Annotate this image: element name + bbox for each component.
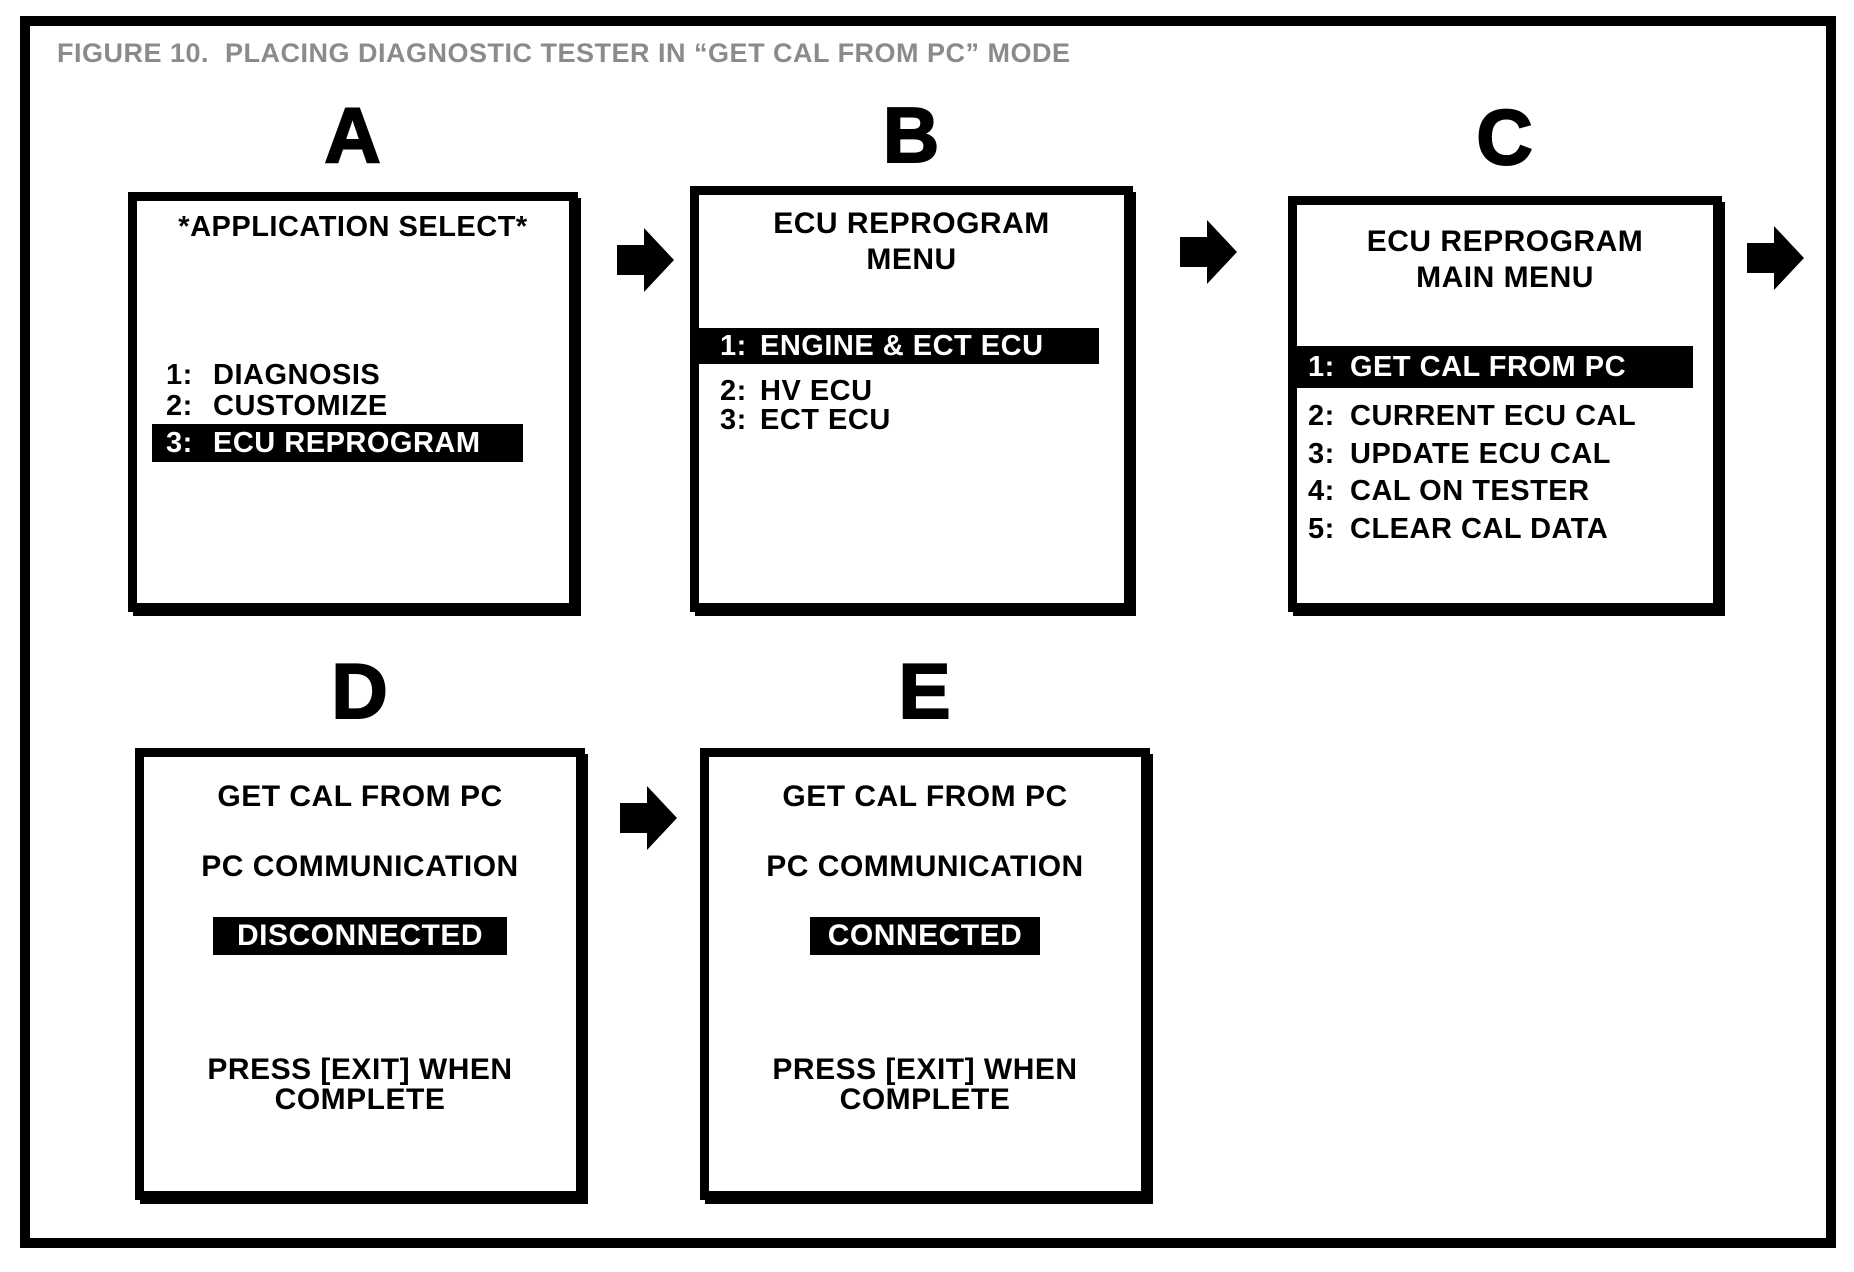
menu-item-number: 1: [1308,351,1335,383]
tester-screen-e: GET CAL FROM PC PC COMMUNICATION CONNECT… [700,748,1150,1200]
tester-screen-c: ECU REPROGRAM MAIN MENU 1: GET CAL FROM P… [1288,196,1722,612]
menu-item: 5: CLEAR CAL DATA [1297,513,1713,546]
screen-text-line: COMPLETE [274,1083,446,1116]
menu-item-label: ECT ECU [760,404,891,436]
panel-label-b: B [882,91,941,179]
menu-item-number: 1: [166,359,193,391]
menu-item-label: CAL ON TESTER [1350,475,1590,507]
menu-item: 2: HV ECU [699,375,1124,408]
menu-item-number: 5: [1308,513,1335,545]
menu-item-number: 2: [1308,400,1335,432]
menu-item: 3: UPDATE ECU CAL [1297,438,1713,471]
menu-item-label: DIAGNOSIS [213,359,381,391]
menu-item-highlighted: 1: GET CAL FROM PC [1297,346,1693,388]
screen-text-line: COMPLETE [839,1083,1011,1116]
screen-text-line: PC COMMUNICATION [201,850,519,883]
screen-text-line: PRESS [EXIT] WHEN [207,1053,513,1086]
menu-item: 4: CAL ON TESTER [1297,475,1713,508]
menu-item-label: HV ECU [760,375,873,407]
menu-item-number: 3: [1308,438,1335,470]
menu-item-highlighted: 3: ECU REPROGRAM [152,424,523,462]
panel-label-e: E [897,647,952,735]
menu-item-number: 2: [166,390,193,422]
tester-screen-a: *APPLICATION SELECT* 1: DIAGNOSIS 2: CUSTO… [128,192,578,612]
menu-item: 3: ECT ECU [699,404,1124,437]
screen-text-line: GET CAL FROM PC [217,780,503,813]
menu-item-label: CUSTOMIZE [213,390,388,422]
tester-screen-b: ECU REPROGRAM MENU 1: ENGINE & ECT ECU 2:… [690,186,1133,612]
menu-item-label: GET CAL FROM PC [1350,351,1627,383]
menu-item-highlighted: 1: ENGINE & ECT ECU [699,328,1099,364]
flow-arrow-icon [1747,220,1805,296]
screen-title: MENU [866,243,957,276]
screen-text-line: PRESS [EXIT] WHEN [772,1053,1078,1086]
screen-title: ECU REPROGRAM [1366,225,1644,258]
flow-arrow-icon [1180,214,1238,290]
menu-item-label: CLEAR CAL DATA [1350,513,1609,545]
menu-item: 1: DIAGNOSIS [137,359,569,392]
tester-screen-d: GET CAL FROM PC PC COMMUNICATION DISCONN… [135,748,585,1200]
panel-label-c: C [1475,93,1534,181]
menu-item-number: 3: [720,404,747,436]
menu-item-number: 2: [720,375,747,407]
screen-title: MAIN MENU [1416,261,1594,294]
figure-title: FIGURE 10. PLACING DIAGNOSTIC TESTER IN … [57,38,1071,68]
panel-label-d: D [330,647,389,735]
panel-label-a: A [323,91,382,179]
menu-item-label: ECU REPROGRAM [213,427,481,459]
status-badge: DISCONNECTED [213,917,507,955]
menu-item-number: 3: [166,427,193,459]
screen-text-line: GET CAL FROM PC [782,780,1068,813]
screen-title: *APPLICATION SELECT* [178,211,528,243]
menu-item: 2: CUSTOMIZE [137,390,569,423]
menu-item-label: UPDATE ECU CAL [1350,438,1612,470]
menu-item-label: CURRENT ECU CAL [1350,400,1637,432]
menu-item-number: 1: [720,330,747,362]
screen-text-line: PC COMMUNICATION [766,850,1084,883]
menu-item-label: ENGINE & ECT ECU [760,330,1044,362]
flow-arrow-icon [617,222,675,298]
menu-item: 2: CURRENT ECU CAL [1297,400,1713,433]
flow-arrow-icon [620,780,678,856]
screen-title: ECU REPROGRAM [773,207,1050,240]
status-badge: CONNECTED [810,917,1040,955]
menu-item-number: 4: [1308,475,1335,507]
